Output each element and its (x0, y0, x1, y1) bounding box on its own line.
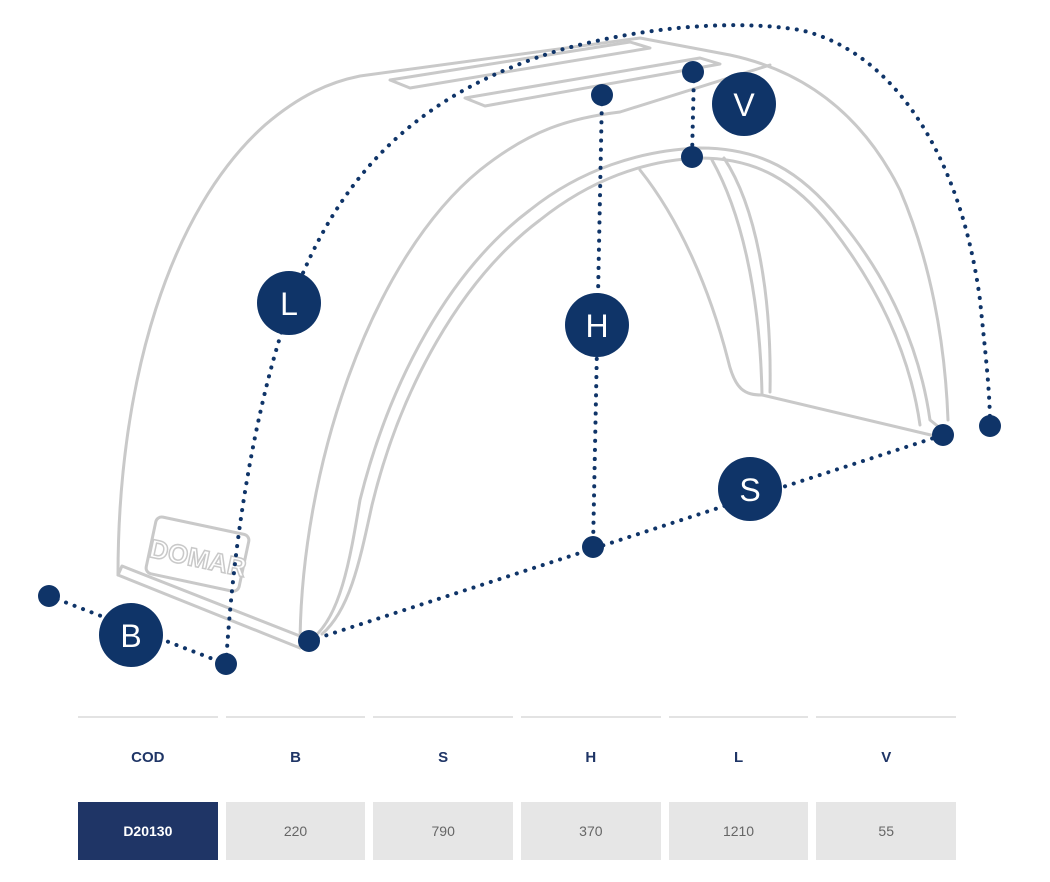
marker-S: S (718, 457, 782, 521)
table-row: D20130 220 790 370 1210 55 (78, 802, 957, 860)
header-l: L (668, 716, 809, 796)
marker-L-label: L (280, 286, 298, 322)
endpoint-dot (591, 84, 613, 106)
header-v: V (816, 716, 957, 796)
marker-H: H (565, 293, 629, 357)
endpoint-dot (582, 536, 604, 558)
cell-s: 790 (373, 802, 514, 860)
marker-L: L (257, 271, 321, 335)
header-cod: COD (78, 716, 218, 796)
cell-h: 370 (521, 802, 661, 860)
mudguard-outline (116, 36, 950, 650)
endpoint-dot (38, 585, 60, 607)
cell-l: 1210 (668, 802, 809, 860)
marker-B: B (99, 603, 163, 667)
marker-B-label: B (120, 618, 141, 654)
endpoint-dot (298, 630, 320, 652)
cell-b: 220 (225, 802, 366, 860)
endpoint-dot (682, 61, 704, 83)
table-header-row: COD B S H L V (78, 716, 957, 796)
marker-H-label: H (585, 308, 608, 344)
endpoint-dot (932, 424, 954, 446)
header-h: H (521, 716, 661, 796)
dimension-endpoints (38, 61, 1001, 675)
dimensions-table: COD B S H L V D20130 220 790 370 1210 55 (78, 716, 957, 860)
marker-V: V (712, 72, 776, 136)
cell-v: 55 (816, 802, 957, 860)
endpoint-dot (681, 146, 703, 168)
header-b: B (225, 716, 366, 796)
header-s: S (373, 716, 514, 796)
marker-V-label: V (733, 87, 755, 123)
endpoint-dot (979, 415, 1001, 437)
endpoint-dot (215, 653, 237, 675)
cell-code: D20130 (78, 802, 218, 860)
mudguard-dimension-diagram: DOMAR L H V S B (38, 23, 1001, 675)
marker-S-label: S (739, 472, 760, 508)
